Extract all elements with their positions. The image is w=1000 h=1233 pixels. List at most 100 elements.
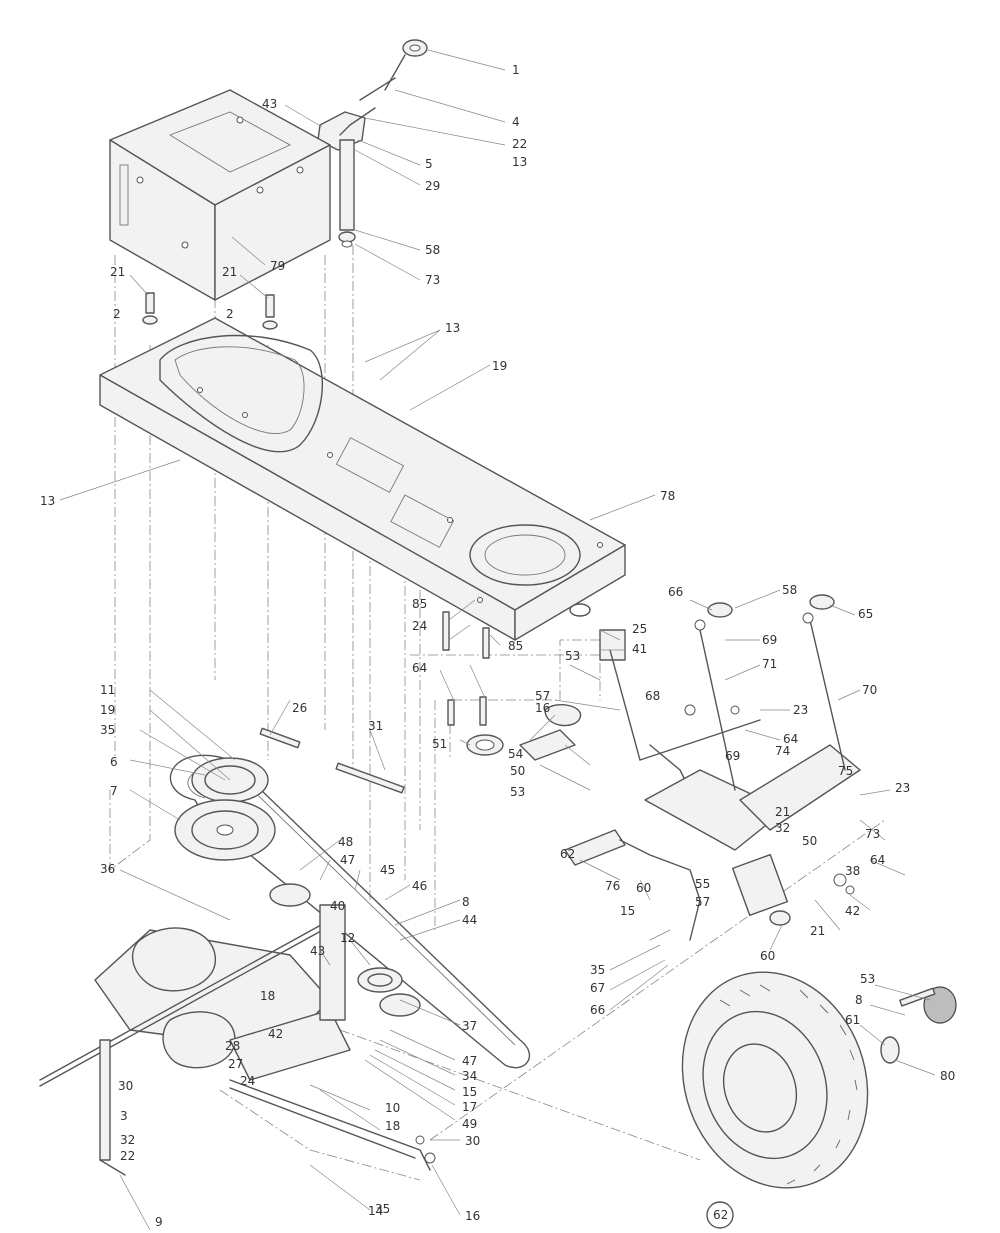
callout-85a: 85 bbox=[412, 597, 427, 611]
callout-35a: 35 bbox=[100, 723, 115, 737]
callout-13c: 13 bbox=[40, 494, 55, 508]
callout-36: 36 bbox=[100, 862, 115, 876]
callout-62b: 62 bbox=[560, 847, 575, 861]
callout-57b: 57 bbox=[695, 895, 710, 909]
callout-58b: 58 bbox=[782, 583, 797, 597]
callout-60b: 60 bbox=[760, 949, 775, 963]
callout-labels: 1 4 22 13 43 5 29 58 73 79 21 2 21 2 13 … bbox=[40, 63, 955, 1229]
callout-40: 40 bbox=[330, 899, 345, 913]
callout-15b: 15 bbox=[620, 904, 635, 918]
callout-42a: 42 bbox=[268, 1027, 283, 1041]
callout-24: 24 bbox=[412, 619, 427, 633]
callout-22b: 22 bbox=[120, 1149, 135, 1163]
callout-49: 49 bbox=[462, 1117, 477, 1131]
callout-62: 62 bbox=[713, 1208, 728, 1222]
callout-16b: 16 bbox=[465, 1209, 480, 1223]
callout-10: 10 bbox=[385, 1101, 400, 1115]
callout-22: 22 bbox=[512, 137, 527, 151]
hubcap bbox=[706, 986, 957, 1229]
callout-64c: 64 bbox=[870, 853, 885, 867]
callout-29: 29 bbox=[425, 179, 440, 193]
transaxle bbox=[39, 904, 351, 1176]
callout-73: 73 bbox=[425, 273, 440, 287]
callout-13: 13 bbox=[512, 155, 527, 169]
pulleys bbox=[174, 757, 421, 1017]
callout-32b: 32 bbox=[775, 821, 790, 835]
top-control-assembly bbox=[317, 39, 428, 248]
callout-42b: 42 bbox=[845, 904, 860, 918]
callout-44: 44 bbox=[462, 913, 477, 927]
callout-19: 19 bbox=[492, 359, 507, 373]
callout-3: 3 bbox=[120, 1109, 128, 1123]
callout-30b: 30 bbox=[465, 1134, 480, 1148]
pedal-linkage bbox=[519, 594, 861, 941]
dashboard-housing bbox=[109, 89, 331, 301]
callout-19b: 19 bbox=[100, 703, 115, 717]
callout-5: 5 bbox=[425, 157, 433, 171]
callout-18b: 18 bbox=[385, 1119, 400, 1133]
callout-58: 58 bbox=[425, 243, 440, 257]
callout-53a: 53 bbox=[565, 649, 580, 663]
callout-57a: 57 bbox=[535, 689, 550, 703]
callout-85b: 85 bbox=[508, 639, 523, 653]
callout-66a: 66 bbox=[668, 585, 683, 599]
callout-51: 51 bbox=[432, 737, 447, 751]
callout-69b: 69 bbox=[725, 749, 740, 763]
callout-48: 48 bbox=[338, 835, 353, 849]
callout-53b: 53 bbox=[510, 785, 525, 799]
callout-35b: 35 bbox=[375, 1202, 390, 1216]
callout-75: 75 bbox=[838, 764, 853, 778]
callout-6: 6 bbox=[110, 755, 118, 769]
frame-bolts bbox=[442, 611, 504, 756]
callout-2a: 2 bbox=[113, 307, 121, 321]
callout-43b: 43 bbox=[310, 944, 325, 958]
callout-54: 54 bbox=[508, 747, 523, 761]
callout-2b: 2 bbox=[226, 307, 234, 321]
callout-21d: 21 bbox=[775, 805, 790, 819]
callout-55: 55 bbox=[695, 877, 710, 891]
callout-47b: 47 bbox=[462, 1054, 477, 1068]
callout-1: 1 bbox=[512, 63, 520, 77]
callout-12: 12 bbox=[340, 931, 355, 945]
callout-7a: 7 bbox=[110, 784, 118, 798]
callout-23b: 23 bbox=[895, 781, 910, 795]
callout-30a: 30 bbox=[118, 1079, 133, 1093]
callout-24b: 24 bbox=[240, 1074, 255, 1088]
callout-45: 45 bbox=[380, 863, 395, 877]
callout-70: 70 bbox=[862, 683, 877, 697]
rear-wheel bbox=[681, 971, 869, 1189]
callout-79: 79 bbox=[270, 259, 285, 273]
callout-64b: 64 bbox=[783, 732, 798, 746]
callout-50b: 50 bbox=[802, 834, 817, 848]
callout-47a: 47 bbox=[340, 853, 355, 867]
callout-67: 67 bbox=[590, 981, 605, 995]
main-frame bbox=[99, 317, 626, 641]
callout-23a: 23 bbox=[793, 703, 808, 717]
bolts-21-2 bbox=[142, 292, 278, 330]
callout-34: 34 bbox=[462, 1069, 477, 1083]
callout-9: 9 bbox=[155, 1215, 163, 1229]
callout-43: 43 bbox=[262, 97, 277, 111]
callout-17: 17 bbox=[462, 1100, 477, 1114]
callout-15a: 15 bbox=[462, 1085, 477, 1099]
callout-18a: 18 bbox=[260, 989, 275, 1003]
callout-16a: 16 bbox=[535, 701, 550, 715]
callout-46: 46 bbox=[412, 879, 427, 893]
callout-27: 27 bbox=[228, 1057, 243, 1071]
callout-53c: 53 bbox=[860, 972, 875, 986]
callout-11: 11 bbox=[100, 683, 115, 697]
lower-linkage bbox=[229, 1079, 436, 1171]
callout-25: 25 bbox=[632, 622, 647, 636]
callout-37: 37 bbox=[462, 1019, 477, 1033]
callout-35c: 35 bbox=[590, 963, 605, 977]
callout-8: 8 bbox=[462, 895, 470, 909]
callout-64a: 64 bbox=[412, 661, 427, 675]
leader-lines bbox=[59, 49, 936, 1231]
callout-41: 41 bbox=[632, 642, 647, 656]
callout-32: 32 bbox=[120, 1133, 135, 1147]
callout-78: 78 bbox=[660, 489, 675, 503]
callout-76: 76 bbox=[605, 879, 620, 893]
callout-50: 50 bbox=[510, 764, 525, 778]
callout-66b: 66 bbox=[590, 1003, 605, 1017]
